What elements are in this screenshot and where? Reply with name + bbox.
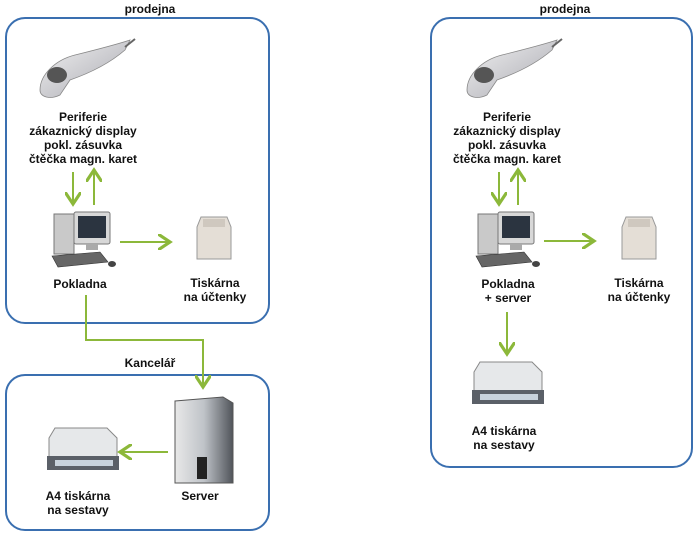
right-receipt-printer-label: Tiskárna na účtenky bbox=[607, 276, 671, 304]
left-pos-label: Pokladna bbox=[53, 277, 107, 291]
office-title: Kancelář bbox=[124, 356, 176, 370]
arrow-pos-to-server bbox=[85, 295, 203, 385]
right-store-box bbox=[430, 17, 693, 468]
right-store-title: prodejna bbox=[539, 2, 591, 16]
office-a4-printer-label: A4 tiskárna na sestavy bbox=[45, 489, 111, 517]
barcode-scanner-icon bbox=[39, 38, 136, 98]
office-server-label: Server bbox=[181, 489, 219, 503]
a4-printer-icon bbox=[472, 361, 544, 404]
a4-printer-icon bbox=[47, 427, 119, 470]
left-store-title: prodejna bbox=[124, 2, 176, 16]
left-peripherals-label: Periferie zákaznický display pokl. zásuv… bbox=[28, 110, 138, 166]
barcode-scanner-icon bbox=[466, 38, 563, 98]
right-a4-printer-label: A4 tiskárna na sestavy bbox=[471, 424, 537, 452]
pos-computer-icon bbox=[51, 211, 116, 268]
receipt-printer-icon bbox=[196, 216, 232, 260]
office-box bbox=[5, 374, 270, 531]
left-receipt-printer-label: Tiskárna na účtenky bbox=[183, 276, 247, 304]
server-tower-icon bbox=[174, 396, 234, 484]
right-pos-label: Pokladna + server bbox=[481, 277, 535, 305]
pos-server-computer-icon bbox=[475, 211, 540, 268]
right-peripherals-label: Periferie zákaznický display pokl. zásuv… bbox=[452, 110, 562, 166]
left-store-box bbox=[5, 17, 270, 324]
receipt-printer-icon bbox=[621, 216, 657, 260]
